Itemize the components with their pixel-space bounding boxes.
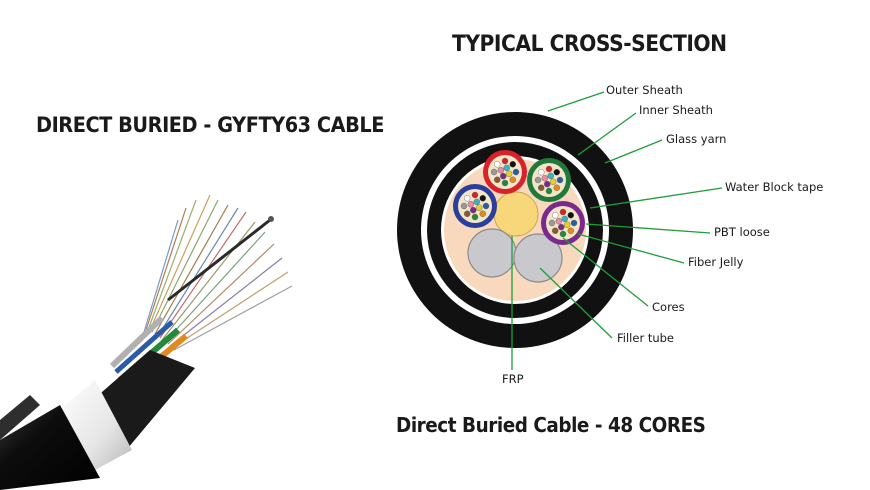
- fiber-core-dot: [541, 175, 549, 182]
- fiber-core-dot: [464, 195, 471, 202]
- fiber-core-dot: [555, 218, 563, 225]
- fiber-core-dot: [561, 215, 568, 223]
- fiber-core-dot: [556, 176, 564, 184]
- fiber-cores: [460, 157, 578, 238]
- fiber-core-dot: [503, 164, 510, 172]
- cross-section-title: TYPICAL CROSS-SECTION: [452, 32, 727, 57]
- fiber-core-dot: [501, 179, 509, 187]
- frp-tip: [268, 216, 274, 222]
- fiber-core-dot: [547, 172, 554, 180]
- fiber-core-dot: [544, 180, 551, 188]
- fiber-core-dot: [549, 178, 557, 185]
- fiber-core-dot: [509, 176, 516, 183]
- cores-caption: Direct Buried Cable - 48 CORES: [396, 413, 706, 437]
- fiber-strands: [143, 194, 293, 351]
- fiber-core-dot: [559, 230, 567, 238]
- fiber-core-dot: [501, 157, 509, 165]
- fiber-core-dot: [567, 212, 574, 219]
- fiber-core-dot: [548, 219, 556, 227]
- water-block-tape: [60, 380, 132, 470]
- fiber-core-dot: [553, 169, 560, 176]
- tube-blue: [114, 320, 174, 374]
- fiber-core-dot: [512, 168, 520, 176]
- fiber-core-dot: [475, 204, 483, 211]
- fiber-core-dot: [500, 172, 507, 180]
- fiber-core-dot: [552, 212, 559, 219]
- fiber-core-dot: [563, 221, 571, 228]
- fiber-core-dot: [570, 219, 578, 227]
- fiber-core-dot: [479, 195, 486, 202]
- fiber-core-dot: [552, 227, 559, 234]
- fiber-core-dot: [505, 170, 513, 177]
- fiber-core-dot: [534, 176, 542, 184]
- loose-tube-red: [483, 150, 527, 194]
- filler-tube-2: [513, 233, 563, 283]
- fiber-core-dot: [497, 167, 505, 174]
- label-outer-sheath: Outer Sheath: [606, 83, 683, 97]
- fiber-core-dot: [509, 161, 516, 168]
- fiber-core-dot: [490, 168, 498, 176]
- label-fiber-jelly: Fiber Jelly: [688, 255, 744, 269]
- fiber-core-dot: [464, 210, 471, 217]
- filler-tube-1: [467, 228, 517, 278]
- fiber-core-dot: [559, 208, 567, 216]
- fiber-core-dot: [470, 206, 477, 214]
- fiber-core-dot: [479, 210, 486, 217]
- label-filler-tube: Filler tube: [617, 331, 674, 345]
- label-inner-sheath: Inner Sheath: [639, 103, 713, 117]
- fiber-core-dot: [545, 165, 553, 173]
- fiber-core-dot: [494, 161, 501, 168]
- fiber-core-dot: [473, 198, 480, 206]
- leader-lines: [511, 91, 723, 370]
- label-frp: FRP: [502, 372, 524, 386]
- frp-rod: [167, 218, 271, 302]
- label-cores: Cores: [652, 300, 685, 314]
- frp-core: [493, 191, 539, 237]
- label-glass-yarn: Glass yarn: [666, 132, 727, 146]
- label-water-block-tape: Water Block tape: [725, 180, 824, 194]
- fiber-core-dot: [567, 227, 574, 234]
- tube-grey: [109, 315, 165, 369]
- outer-jacket-edge: [0, 395, 40, 440]
- label-pbt-loose: PBT loose: [714, 225, 770, 239]
- loose-tube-blue: [453, 184, 497, 228]
- fiber-core-dot: [482, 202, 490, 210]
- fiber-core-dot: [553, 184, 560, 191]
- fiber-core-dot: [538, 184, 545, 191]
- fiber-core-dot: [494, 176, 501, 183]
- outer-jacket: [0, 405, 100, 490]
- fiber-core-dot: [538, 169, 545, 176]
- fiber-core-dot: [558, 223, 565, 231]
- fiber-core-dot: [471, 213, 479, 221]
- fiber-core-dot: [467, 201, 475, 208]
- cable-title: DIRECT BURIED - GYFTY63 CABLE: [36, 113, 385, 137]
- loose-tube-green: [527, 158, 571, 202]
- fiber-core-dot: [545, 187, 553, 195]
- fiber-core-dot: [460, 202, 468, 210]
- fiber-core-dot: [471, 191, 479, 199]
